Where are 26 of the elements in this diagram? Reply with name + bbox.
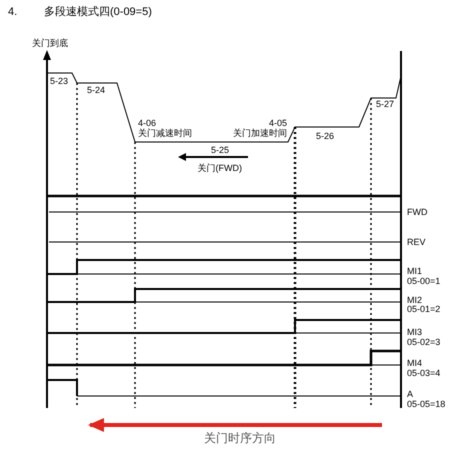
axis-label: 关门到底 (32, 38, 68, 48)
signal-label: MI1 (407, 266, 422, 276)
parameter-label: 5-25 (211, 145, 230, 155)
signal-label: MI2 (407, 295, 422, 305)
parameter-label: 5-24 (87, 85, 106, 95)
signal-label: 05-00=1 (407, 276, 440, 286)
signal-label: MI3 (407, 327, 422, 337)
signal-label: 05-05=18 (407, 399, 446, 409)
parameter-label: 关门(FWD) (198, 163, 242, 173)
signal-label: FWD (407, 207, 428, 217)
signal-label: 05-02=3 (407, 337, 440, 347)
parameter-label: 关门加速时间 (233, 128, 287, 138)
parameter-label: 5-23 (50, 76, 68, 86)
title: 多段速模式四(0-09=5) (44, 6, 152, 19)
section-number: 4. (8, 6, 18, 19)
signal-label: A (407, 389, 414, 399)
signal-label: MI4 (407, 358, 422, 368)
signal-label: 05-03=4 (407, 368, 440, 378)
parameter-label: 4-06 (138, 118, 156, 128)
parameter-label: 4-05 (269, 118, 288, 128)
signal-label: REV (407, 237, 426, 247)
parameter-label: 5-26 (316, 131, 334, 141)
signal-label: 05-01=2 (407, 304, 440, 314)
parameter-label: 关门减速时间 (138, 128, 192, 138)
direction-label: 关门时序方向 (204, 431, 276, 445)
parameter-label: 5-27 (376, 99, 394, 109)
